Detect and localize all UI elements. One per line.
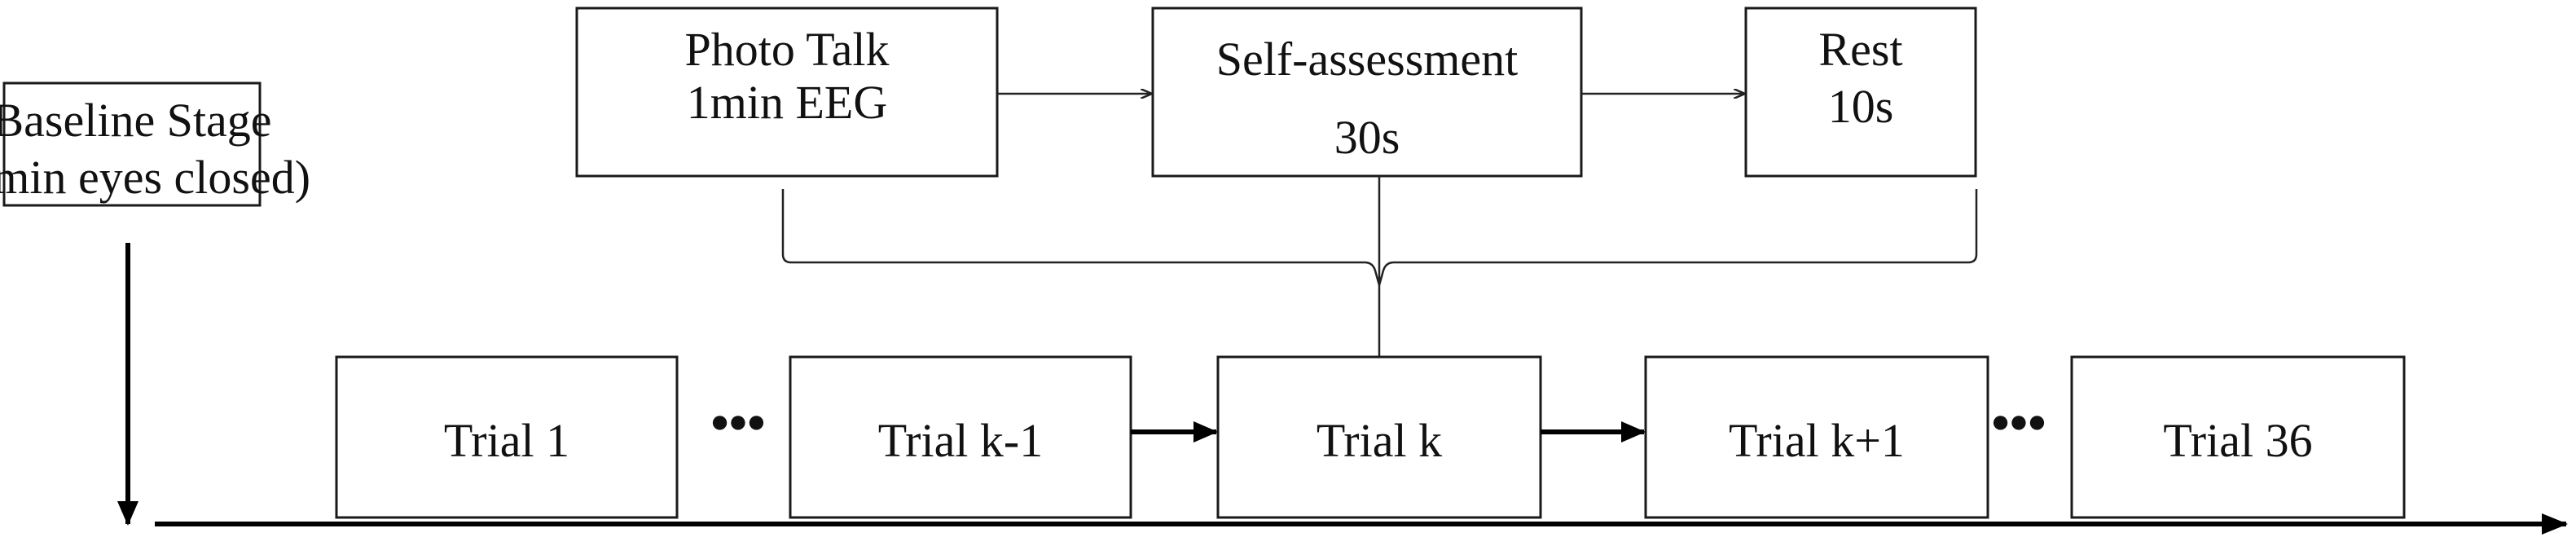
phase-group-brace xyxy=(781,176,1978,286)
baseline-stage-duration: (1min eyes closed) xyxy=(0,151,310,204)
trial-label: Trial 1 xyxy=(444,414,569,467)
trial-label: Trial k+1 xyxy=(1729,414,1905,467)
phase-box-photo-talk: Photo Talk 1min EEG xyxy=(575,7,999,178)
ellipsis-between-trial-1-and-k-1: ••• xyxy=(710,394,765,451)
phase-rest-duration: 10s xyxy=(1828,80,1894,133)
phase-self-assessment-title: Self-assessment xyxy=(1216,33,1519,86)
phase-photo-talk-title: Photo Talk xyxy=(684,23,889,76)
phase-rest-title: Rest xyxy=(1818,23,1902,76)
baseline-stage-box: Baseline Stage (1min eyes closed) xyxy=(0,81,310,207)
trial-label: Trial 36 xyxy=(2163,414,2312,467)
trial-box-1: Trial 1 xyxy=(335,355,679,519)
trial-box-k: Trial k xyxy=(1216,355,1542,519)
trial-box-k-plus-1: Trial k+1 xyxy=(1644,355,1989,519)
ellipsis-between-trial-k-plus-1-and-36: ••• xyxy=(1991,394,2046,451)
phase-self-assessment-duration: 30s xyxy=(1334,111,1400,164)
phase-box-rest: Rest 10s xyxy=(1744,7,1977,178)
phase-box-self-assessment: Self-assessment 30s xyxy=(1151,7,1583,178)
trial-label: Trial k xyxy=(1317,414,1442,467)
trial-box-36: Trial 36 xyxy=(2070,355,2406,519)
trial-box-k-1: Trial k-1 xyxy=(789,355,1132,519)
baseline-stage-title: Baseline Stage xyxy=(0,94,272,147)
trial-label: Trial k-1 xyxy=(878,414,1044,467)
phase-photo-talk-duration: 1min EEG xyxy=(687,76,887,129)
